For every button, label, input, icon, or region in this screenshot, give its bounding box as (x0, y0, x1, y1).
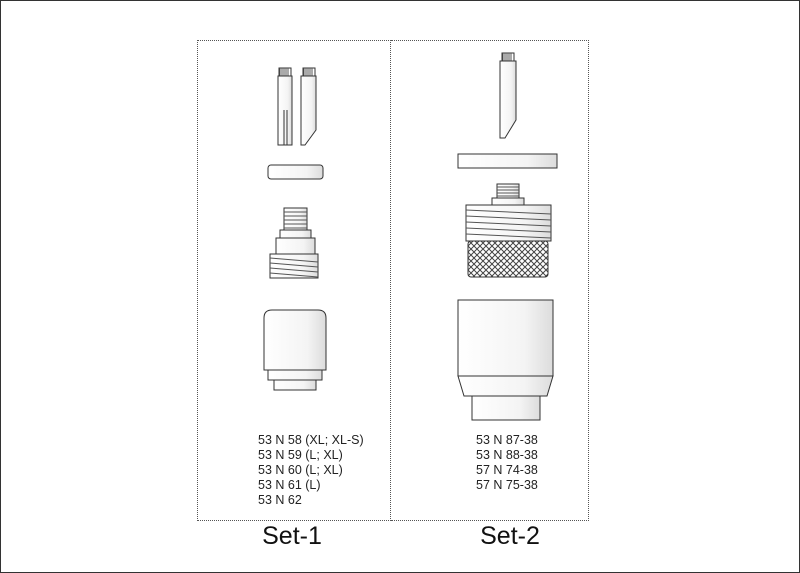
set1-collet-split (277, 67, 293, 146)
set2-spacer-plate (457, 153, 558, 169)
set2-knurled-nozzle (465, 183, 552, 278)
part-number: 53 N 59 (L; XL) (258, 448, 343, 462)
part-number: 53 N 60 (L; XL) (258, 463, 343, 477)
part-number: 53 N 88-38 (476, 448, 538, 462)
part-number: 53 N 58 (XL; XL-S) (258, 433, 364, 447)
set-1-panel (197, 40, 391, 521)
set-1-label: Set-1 (262, 522, 322, 550)
part-number: 53 N 87-38 (476, 433, 538, 447)
part-number: 53 N 62 (258, 493, 302, 507)
set-2-part-list: 53 N 87-38 53 N 88-38 57 N 74-38 57 N 75… (476, 433, 538, 493)
set1-spacer-plate (267, 164, 324, 180)
set1-cup (263, 309, 327, 391)
part-number: 57 N 75-38 (476, 478, 538, 492)
set-2-label: Set-2 (480, 522, 540, 550)
part-number: 57 N 74-38 (476, 463, 538, 477)
set1-threaded-nozzle (269, 207, 319, 279)
set1-collet-tapered (300, 67, 317, 146)
set2-cup (457, 299, 554, 421)
set-2-panel (391, 40, 589, 521)
part-number: 53 N 61 (L) (258, 478, 321, 492)
set2-collet (499, 52, 517, 139)
set-1-part-list: 53 N 58 (XL; XL-S) 53 N 59 (L; XL) 53 N … (258, 433, 364, 508)
